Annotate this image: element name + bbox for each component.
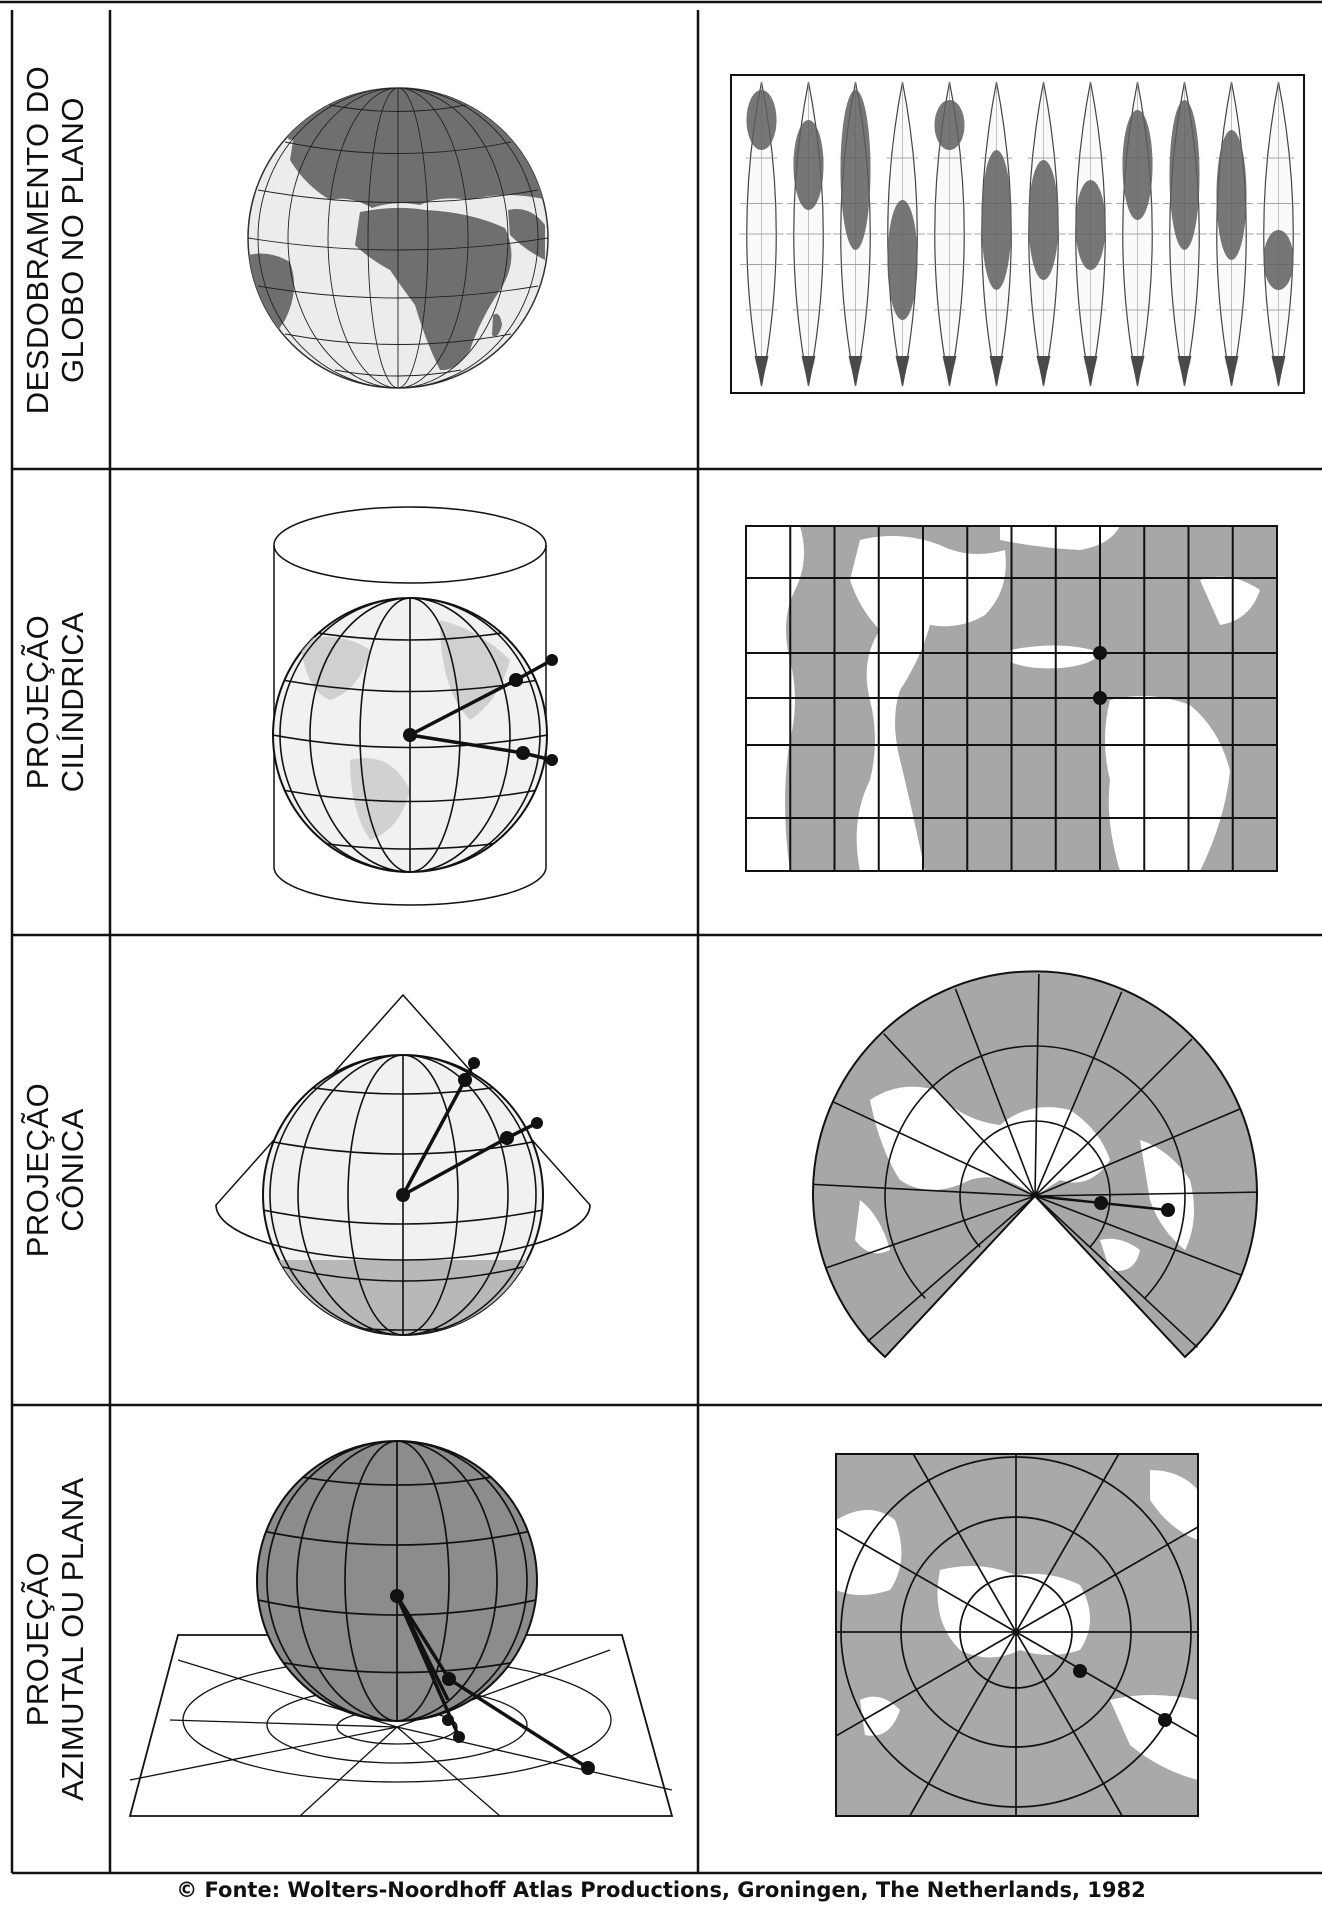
row-label-line: PROJEÇÃO <box>20 1551 55 1727</box>
row-label-line: PROJEÇÃO <box>20 614 55 790</box>
interrupted-gores-map <box>730 74 1305 394</box>
row-label-line: CILÍNDRICA <box>55 611 90 793</box>
cylindrical-projection-map <box>745 525 1278 872</box>
globe-illustration <box>247 87 549 389</box>
row-label-conica: PROJEÇÃO CÔNICA <box>0 935 110 1405</box>
row-label-line: CÔNICA <box>55 1108 90 1232</box>
row-label-cilindrica: PROJEÇÃO CILÍNDRICA <box>0 469 110 935</box>
row-label-azimutal: PROJEÇÃO AZIMUTAL OU PLANA <box>0 1405 110 1873</box>
azimuthal-projection-map <box>835 1453 1199 1817</box>
source-caption: © Fonte: Wolters-Noordhoff Atlas Product… <box>176 1878 1146 1902</box>
conic-projection-map <box>812 970 1258 1359</box>
row-label-desdobramento: DESDOBRAMENTO DO GLOBO NO PLANO <box>0 10 110 469</box>
row-label-line: GLOBO NO PLANO <box>55 96 90 383</box>
row-label-line: DESDOBRAMENTO DO <box>20 65 55 414</box>
row-label-line: AZIMUTAL OU PLANA <box>55 1477 90 1801</box>
plane-globe-illustration <box>128 1440 674 1817</box>
row-label-line: PROJEÇÃO <box>20 1082 55 1258</box>
cone-globe-illustration <box>215 993 591 1336</box>
cylinder-globe-illustration <box>272 506 558 906</box>
